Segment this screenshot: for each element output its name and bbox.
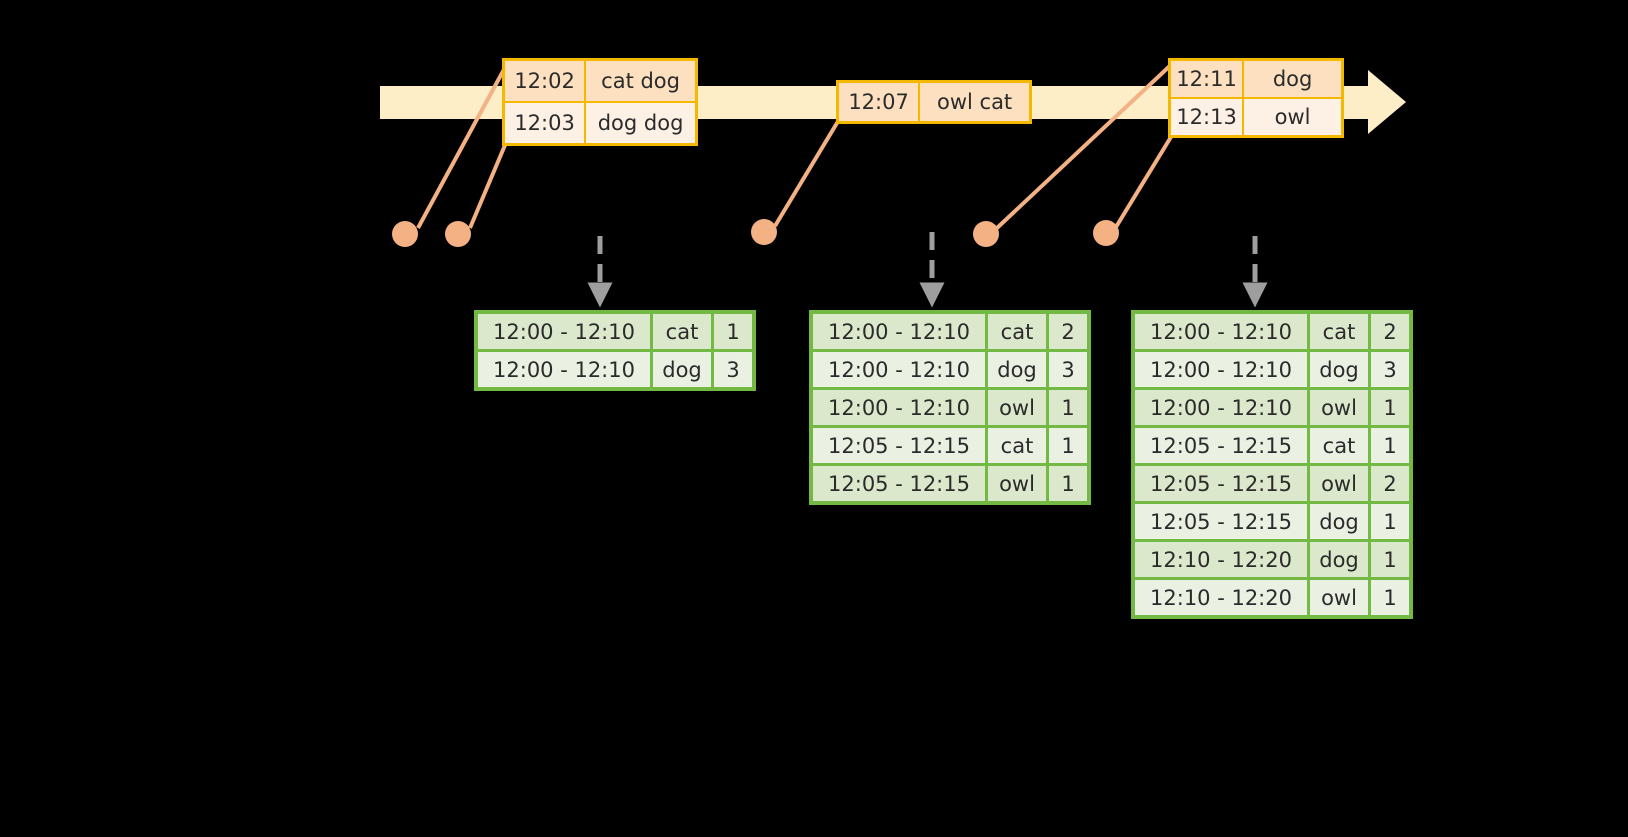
timeline-event-box-2[interactable]: 12:07 owl cat: [836, 80, 1032, 124]
event-words: dog dog: [586, 103, 695, 143]
cell-count: 2: [1371, 314, 1409, 349]
cell-window: 12:00 - 12:10: [478, 314, 650, 349]
cell-window: 12:00 - 12:10: [813, 352, 985, 387]
cell-key: dog: [1310, 352, 1368, 387]
cell-key: owl: [1310, 580, 1368, 615]
cell-key: cat: [653, 314, 711, 349]
cell-count: 1: [1371, 428, 1409, 463]
cell-key: cat: [988, 428, 1046, 463]
cell-window: 12:00 - 12:10: [1135, 390, 1307, 425]
cell-count: 2: [1049, 314, 1087, 349]
timeline-arrowhead-icon: [1368, 70, 1406, 134]
event-dot-1213[interactable]: [1093, 220, 1119, 246]
cell-window: 12:05 - 12:15: [1135, 504, 1307, 539]
cell-count: 1: [714, 314, 752, 349]
event-time: 12:03: [505, 103, 587, 143]
cell-window: 12:00 - 12:10: [813, 314, 985, 349]
cell-key: dog: [988, 352, 1046, 387]
cell-window: 12:00 - 12:10: [813, 390, 985, 425]
cell-window: 12:05 - 12:15: [813, 466, 985, 501]
event-dot-1211[interactable]: [973, 221, 999, 247]
cell-key: owl: [988, 466, 1046, 501]
cell-window: 12:00 - 12:10: [1135, 314, 1307, 349]
cell-key: dog: [653, 352, 711, 387]
cell-key: dog: [1310, 504, 1368, 539]
cell-count: 2: [1371, 466, 1409, 501]
event-time: 12:13: [1171, 99, 1245, 135]
cell-count: 1: [1371, 542, 1409, 577]
cell-count: 1: [1371, 390, 1409, 425]
event-words: owl: [1244, 99, 1341, 135]
event-dot-1202[interactable]: [392, 221, 418, 247]
timeline-event-box-1[interactable]: 12:02 cat dog 12:03 dog dog: [502, 58, 698, 146]
event-words: owl cat: [920, 83, 1029, 121]
cell-window: 12:05 - 12:15: [1135, 466, 1307, 501]
cell-count: 3: [1049, 352, 1087, 387]
cell-count: 3: [714, 352, 752, 387]
cell-window: 12:00 - 12:10: [478, 352, 650, 387]
event-dot-1207[interactable]: [751, 219, 777, 245]
cell-window: 12:00 - 12:10: [1135, 352, 1307, 387]
event-dot-1203[interactable]: [445, 221, 471, 247]
cell-key: owl: [988, 390, 1046, 425]
cell-count: 1: [1371, 504, 1409, 539]
cell-key: owl: [1310, 466, 1368, 501]
cell-count: 1: [1049, 466, 1087, 501]
event-row: 12:11 dog: [1171, 61, 1341, 97]
cell-key: dog: [1310, 542, 1368, 577]
cell-window: 12:10 - 12:20: [1135, 542, 1307, 577]
cell-key: cat: [1310, 428, 1368, 463]
cell-key: cat: [1310, 314, 1368, 349]
event-words: dog: [1244, 61, 1341, 97]
cell-key: owl: [1310, 390, 1368, 425]
timeline-event-box-3[interactable]: 12:11 dog 12:13 owl: [1168, 58, 1344, 138]
event-time: 12:02: [505, 61, 587, 101]
cell-count: 3: [1371, 352, 1409, 387]
cell-count: 1: [1049, 428, 1087, 463]
event-row: 12:03 dog dog: [505, 101, 695, 143]
event-words: cat dog: [586, 61, 695, 101]
event-row: 12:13 owl: [1171, 97, 1341, 135]
cell-window: 12:05 - 12:15: [813, 428, 985, 463]
cell-count: 1: [1371, 580, 1409, 615]
cell-window: 12:05 - 12:15: [1135, 428, 1307, 463]
event-row: 12:02 cat dog: [505, 61, 695, 101]
event-time: 12:11: [1171, 61, 1245, 97]
cell-count: 1: [1049, 390, 1087, 425]
cell-window: 12:10 - 12:20: [1135, 580, 1307, 615]
cell-key: cat: [988, 314, 1046, 349]
event-time: 12:07: [839, 83, 921, 121]
event-row: 12:07 owl cat: [839, 83, 1029, 121]
